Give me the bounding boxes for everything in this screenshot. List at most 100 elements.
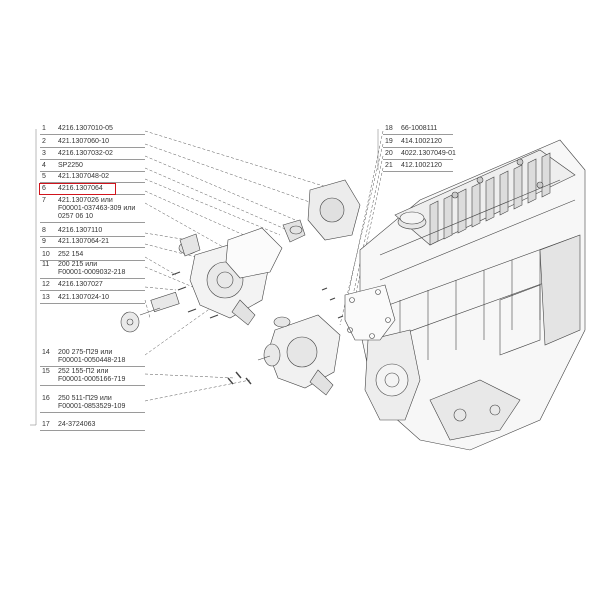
- legend-number-20: 20: [385, 150, 393, 157]
- legend-label-17: 24-3724063: [58, 421, 96, 428]
- leader-line: [144, 286, 177, 291]
- legend-separator: [40, 182, 145, 183]
- leader-line: [144, 130, 331, 189]
- hose-nipple-lower: [273, 316, 291, 328]
- gasket-hole: [375, 289, 381, 295]
- legend-number-7: 7: [42, 197, 46, 204]
- legend-number-5: 5: [42, 173, 46, 180]
- legend-label-14-line2: F00001-0050448-218: [58, 357, 126, 364]
- water-pump-assembly-lower: [257, 314, 341, 396]
- side-cover: [539, 234, 581, 346]
- legend-label-18: 66-1008111: [401, 125, 438, 132]
- legend-label-2: 421.1307060-10: [58, 138, 109, 145]
- legend-label-16-line2: F00001-0853529-109: [58, 403, 126, 410]
- mount-hole: [489, 404, 501, 416]
- legend-label-3: 4216.1307032-02: [58, 150, 113, 157]
- cooling-fin: [541, 152, 551, 198]
- cooling-fin: [443, 194, 453, 240]
- legend-label-9: 421.1307064-21: [58, 238, 109, 245]
- legend-number-16: 16: [42, 395, 50, 402]
- legend-label-14: 200 275-П29 или: [58, 349, 113, 356]
- legend-label-19: 414.1002120: [401, 138, 442, 145]
- bolt-small: [227, 377, 234, 385]
- legend-separator: [383, 171, 453, 172]
- legend-label-12: 4216.1307027: [58, 281, 103, 288]
- legend-number-2: 2: [42, 138, 46, 145]
- legend-number-14: 14: [42, 349, 50, 356]
- gasket-hole: [349, 297, 355, 303]
- legend-label-8: 4216.1307110: [58, 227, 103, 234]
- pump-hub: [120, 311, 140, 333]
- legend-number-19: 19: [385, 138, 393, 145]
- engine-mount-bracket: [429, 379, 521, 441]
- stud: [209, 314, 219, 319]
- bolt: [516, 158, 524, 166]
- leader-line: [144, 379, 251, 402]
- leader-line: [144, 304, 216, 356]
- legend-separator: [40, 412, 145, 413]
- cooling-fin: [499, 170, 509, 216]
- pump-outlet-lower: [309, 369, 334, 396]
- leader-line: [351, 155, 384, 301]
- cooling-fin: [429, 200, 439, 246]
- bolt-small: [329, 297, 336, 301]
- legend-number-18: 18: [385, 125, 393, 132]
- bolt: [536, 181, 544, 189]
- legend-label-13: 421.1307024-10: [58, 294, 109, 301]
- cooling-fin: [527, 158, 537, 204]
- legend-number-11: 11: [42, 261, 50, 268]
- legend-separator: [40, 147, 145, 148]
- legend-separator: [40, 236, 145, 237]
- legend-separator: [40, 278, 145, 279]
- bolt: [451, 191, 459, 199]
- stud: [171, 271, 181, 276]
- leader-line: [144, 202, 233, 253]
- leader-line: [144, 373, 236, 379]
- leader-line: [144, 299, 151, 319]
- legend-separator: [40, 303, 145, 304]
- legend-label-21: 412.1002120: [401, 162, 442, 169]
- bolt-small: [337, 315, 344, 319]
- bolt-small: [245, 377, 252, 385]
- legend-label-5: 421.1307048-02: [58, 173, 109, 180]
- leader-line: [144, 190, 256, 241]
- pump-hub-lower: [263, 343, 281, 367]
- legend-separator: [383, 134, 453, 135]
- gasket-hole: [369, 333, 375, 339]
- leader-line: [144, 155, 301, 223]
- pump-shaft-bearing: [150, 291, 180, 313]
- legend-label-6: 4216.1307064: [58, 185, 103, 192]
- impeller: [179, 233, 201, 257]
- legend-number-15: 15: [42, 368, 50, 375]
- legend-label-4: SP2250: [58, 162, 83, 169]
- engine-exploded-drawing: [120, 139, 586, 451]
- stud: [177, 286, 187, 291]
- legend-label-7-line2: F00001-037463-309 или: [58, 205, 136, 212]
- legend-label-1: 4216.1307010-05: [58, 125, 113, 132]
- stud: [187, 308, 197, 313]
- engine-block: [359, 139, 586, 451]
- pump-bore: [216, 271, 234, 289]
- pump-outlet: [231, 299, 256, 326]
- legend-label-16: 250 511-П29 или: [58, 395, 112, 402]
- mount-hole: [453, 408, 467, 422]
- side-panel: [499, 284, 541, 356]
- crank-pulley: [375, 363, 409, 397]
- leader-line: [144, 167, 293, 233]
- leader-line: [144, 178, 281, 236]
- legend-number-3: 3: [42, 150, 46, 157]
- legend-separator: [40, 171, 145, 172]
- pump-boss-lower: [286, 336, 318, 368]
- legend-separator: [40, 260, 145, 261]
- gasket-hole: [385, 317, 391, 323]
- legend-number-4: 4: [42, 162, 46, 169]
- cover-gasket: [225, 227, 283, 279]
- legend-number-6: 6: [42, 185, 46, 192]
- legend-label-11-line2: F00001-0009032-218: [58, 269, 126, 276]
- head-gasket-lines: [371, 179, 581, 346]
- legend-number-9: 9: [42, 238, 46, 245]
- legend-label-10: 252 154: [58, 251, 84, 258]
- legend-separator: [40, 290, 145, 291]
- legend-separator: [383, 147, 453, 148]
- legend-separator: [40, 134, 145, 135]
